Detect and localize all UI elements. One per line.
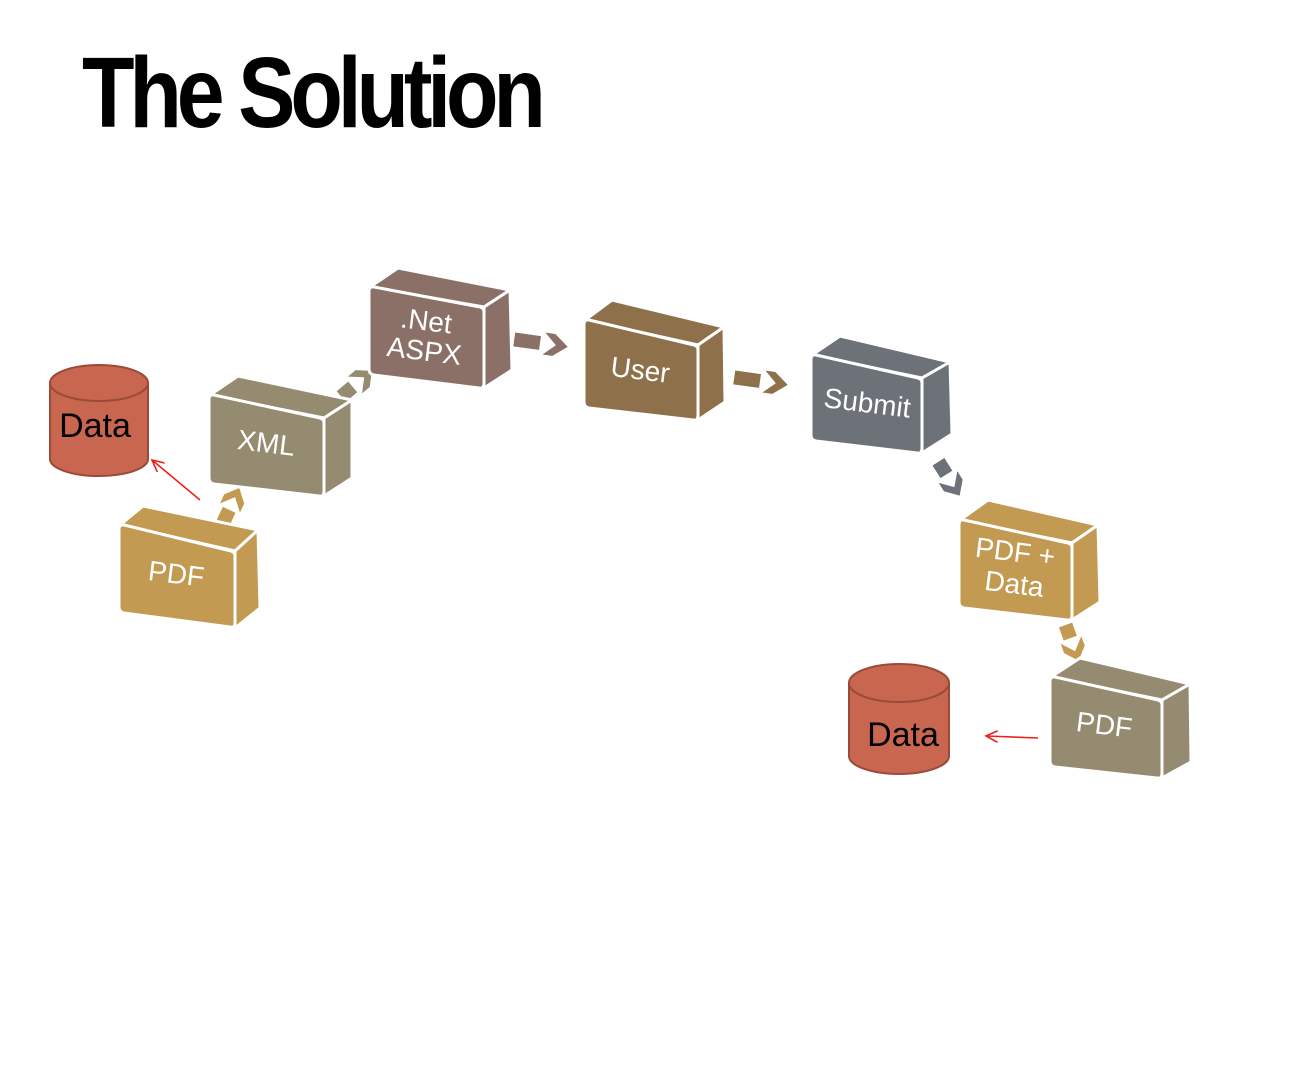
database-data-right-label: Data [867, 716, 939, 754]
box-xml-label: XML [236, 424, 297, 462]
database-data-left: Data [49, 364, 149, 477]
box-pdf-data-label-line2: Data [983, 565, 1046, 603]
box-submit: Submit [808, 334, 955, 456]
flow-arrow-user-to-submit [733, 370, 788, 394]
box-pdf-end-label: PDF [1075, 706, 1134, 744]
box-submit-side [920, 359, 954, 456]
database-data-right-top [848, 663, 950, 703]
box-pdf-start-label: PDF [147, 555, 206, 593]
box-xml: XML [206, 374, 356, 499]
box-pdf-data-front [957, 518, 1074, 622]
box-user: User [581, 298, 728, 423]
box-pdf-end: PDF [1047, 656, 1195, 781]
page-title: The Solution [82, 37, 546, 149]
connector-arrow-pdf-to-data-left [152, 460, 201, 501]
database-data-right: Data [848, 663, 950, 775]
box-pdf-data: PDF + Data [956, 498, 1102, 623]
flow-arrow-pdfdata-to-pdf [1058, 622, 1085, 661]
database-data-left-top [49, 364, 149, 402]
database-data-left-body [49, 382, 149, 477]
box-user-side [696, 324, 727, 423]
box-user-front [582, 318, 700, 422]
box-net-aspx-front [367, 285, 486, 390]
box-pdf-data-side [1070, 522, 1102, 623]
flow-arrow-aspx-to-user [513, 332, 568, 356]
box-xml-side [322, 397, 354, 499]
box-xml-front [207, 393, 326, 498]
box-pdf-end-front [1048, 675, 1164, 780]
box-user-label: User [609, 351, 671, 389]
box-net-aspx: .Net ASPX [366, 266, 514, 391]
box-net-aspx-side [482, 287, 514, 391]
box-submit-front [809, 353, 924, 455]
database-data-right-body [848, 682, 950, 775]
box-pdf-start-front [117, 523, 237, 629]
flow-arrow-pdf-to-xml [216, 488, 245, 526]
box-pdf-start: PDF [116, 504, 262, 632]
connector-arrow-pdf-to-data-right [986, 736, 1039, 738]
box-pdf-end-side [1160, 681, 1193, 781]
box-net-aspx-label-line1: .Net [399, 302, 454, 339]
database-data-left-label: Data [59, 407, 131, 445]
flow-arrow-submit-to-pdfdata [932, 458, 963, 496]
